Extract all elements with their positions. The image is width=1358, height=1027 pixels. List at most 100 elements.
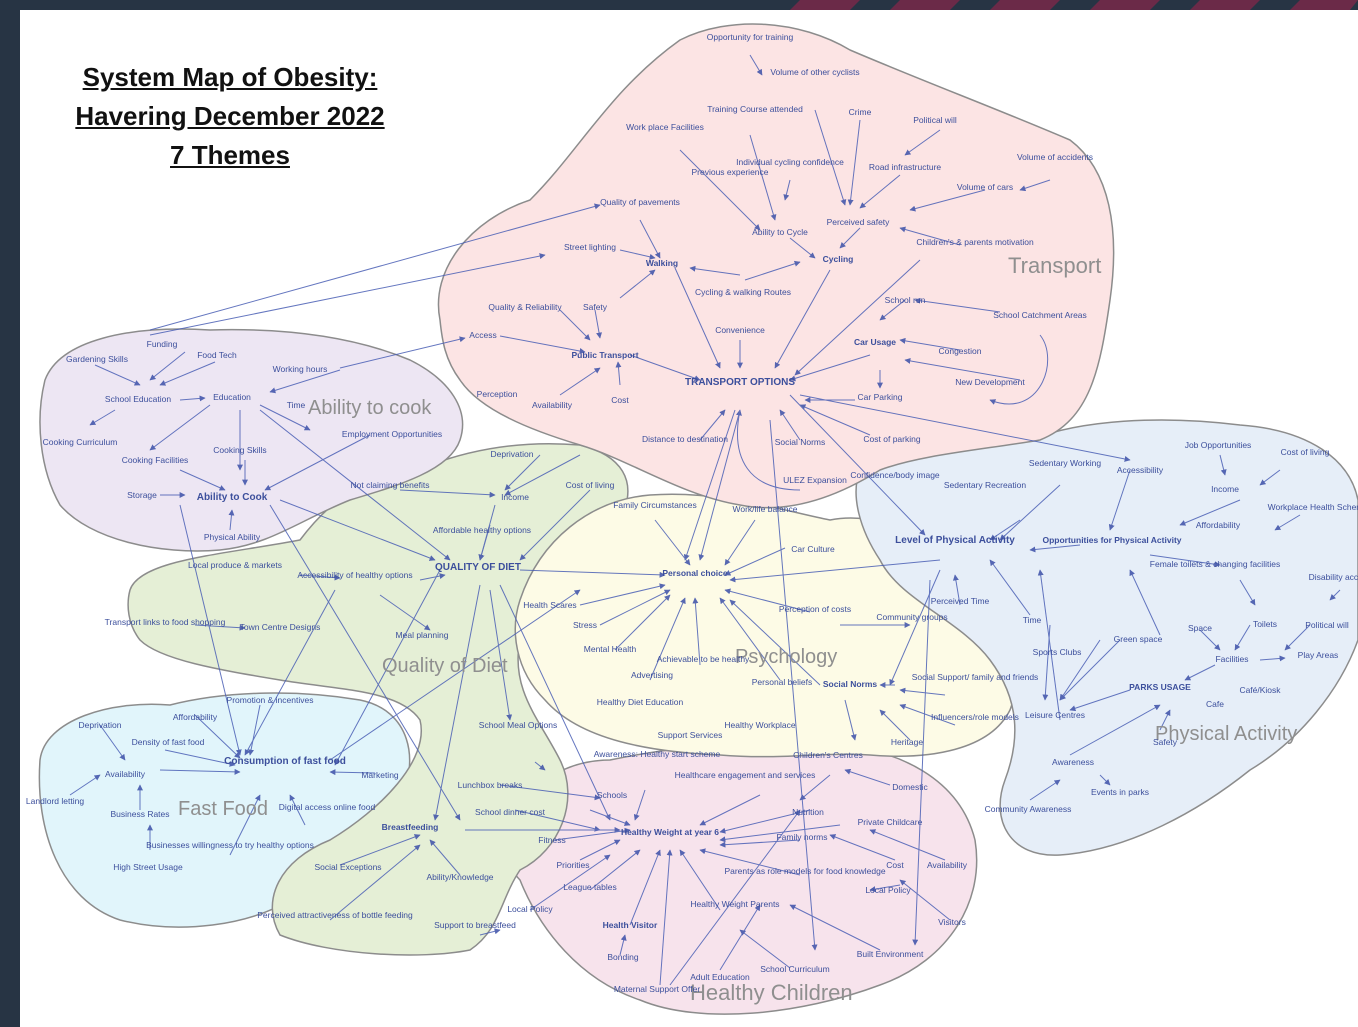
- node-label: Healthcare engagement and services: [675, 770, 816, 780]
- node-label: Events in parks: [1091, 787, 1149, 797]
- node-label: Workplace Health Schemes: [1268, 502, 1358, 512]
- node-label: Children's & parents motivation: [916, 237, 1034, 247]
- node-label: Leisure Centres: [1025, 710, 1085, 720]
- theme-label-psychology: Psychology: [735, 646, 837, 668]
- node-label: Work/life balance: [732, 504, 797, 514]
- node-label: Congestion: [938, 346, 981, 356]
- node-label: Adult Education: [690, 972, 750, 982]
- node-label: New Development: [955, 377, 1025, 387]
- node-label: Cost of living: [566, 480, 615, 490]
- system-map-diagram: Transport Ability to cook Physical Activ…: [26, 23, 1358, 1015]
- node-label: Café/Kiosk: [1239, 685, 1281, 695]
- node-label: Quality & Reliability: [488, 302, 562, 312]
- node-label: Employment Opportunities: [342, 429, 442, 439]
- node-label: Marketing: [361, 770, 399, 780]
- node-label: Landlord letting: [26, 796, 84, 806]
- node-label: Perception: [477, 389, 518, 399]
- node-label: Awareness: Healthy start scheme: [594, 749, 721, 759]
- edges: [69, 54, 1341, 986]
- theme-labels: Transport Ability to cook Physical Activ…: [178, 253, 1297, 1005]
- node-label: Digital access online food: [279, 802, 376, 812]
- node-label: Cycling & walking Routes: [695, 287, 791, 297]
- node-label: Accessibility: [1117, 465, 1164, 475]
- node-label: Gardening Skills: [66, 354, 128, 364]
- node-label: School Catchment Areas: [993, 310, 1087, 320]
- node-label: Town Centre Designs: [240, 622, 321, 632]
- region-physical-activity: [855, 419, 1358, 856]
- node-label: Priorities: [556, 860, 589, 870]
- node-label: Lunchbox breaks: [458, 780, 523, 790]
- node-label: Availability: [532, 400, 573, 410]
- node-label: Education: [213, 392, 251, 402]
- node-label: Deprivation: [79, 720, 122, 730]
- node-label: Cycling: [823, 254, 854, 264]
- node-label: Family norms: [776, 832, 827, 842]
- node-label: Opportunity for training: [707, 32, 794, 42]
- node-label: Personal choice: [662, 568, 727, 578]
- node-label: Distance to destination: [642, 434, 728, 444]
- node-label: Individual cycling confidence: [736, 157, 844, 167]
- node-label: Car Culture: [791, 544, 835, 554]
- node-label: Not claiming benefits: [351, 480, 430, 490]
- node-label: Visitors: [938, 917, 966, 927]
- node-label: Safety: [583, 302, 608, 312]
- node-label: Affordability: [1196, 520, 1241, 530]
- node-label: Breastfeeding: [382, 822, 439, 832]
- node-label: Disability access: [1309, 572, 1358, 582]
- node-label: Schools: [597, 790, 627, 800]
- node-label: Income: [501, 492, 529, 502]
- node-label: Female toilets & changing facilities: [1150, 559, 1280, 569]
- node-label: Meal planning: [396, 630, 449, 640]
- node-label: Ability to Cook: [197, 492, 268, 503]
- node-label: Public Transport: [571, 350, 638, 360]
- node-label: Cost: [611, 395, 629, 405]
- node-label: Stress: [573, 620, 597, 630]
- node-label: Sports Clubs: [1033, 647, 1082, 657]
- node-label: Community groups: [876, 612, 947, 622]
- node-label: Personal beliefs: [752, 677, 812, 687]
- node-label: Cost of living: [1281, 447, 1330, 457]
- node-label: Green space: [1114, 634, 1163, 644]
- node-label: Promotion & incentives: [227, 695, 314, 705]
- node-label: Convenience: [715, 325, 765, 335]
- node-label: PARKS USAGE: [1129, 682, 1191, 692]
- node-label: Health Scares: [523, 600, 576, 610]
- node-label: Funding: [147, 339, 178, 349]
- node-label: Play Areas: [1298, 650, 1339, 660]
- node-label: Street lighting: [564, 242, 616, 252]
- node-label: Perceived Time: [931, 596, 990, 606]
- node-label: Availability: [927, 860, 968, 870]
- node-label: Working hours: [273, 364, 328, 374]
- node-label: Sedentary Recreation: [944, 480, 1026, 490]
- node-label: Deprivation: [491, 449, 534, 459]
- node-label: Family Circumstances: [613, 500, 697, 510]
- node-labels: Opportunity for training Volume of other…: [26, 32, 1358, 994]
- node-label: Quality of pavements: [600, 197, 680, 207]
- node-label: Local Policy: [507, 904, 553, 914]
- node-label: Private Childcare: [858, 817, 923, 827]
- theme-label-quality-diet: Quality of Diet: [382, 655, 508, 677]
- node-label: Health Visitor: [603, 920, 658, 930]
- node-label: Domestic: [892, 782, 928, 792]
- node-label: Affordable healthy options: [433, 525, 531, 535]
- title-line-1: System Map of Obesity:: [82, 62, 378, 92]
- node-label: Road infrastructure: [869, 162, 942, 172]
- node-label: Confidence/body image: [850, 470, 940, 480]
- node-label: Previous experience: [691, 167, 768, 177]
- node-label: Maternal Support Offer: [614, 984, 700, 994]
- node-label: Political will: [913, 115, 957, 125]
- node-label: Business Rates: [110, 809, 169, 819]
- node-label: Walking: [646, 258, 678, 268]
- node-label: Availability: [105, 769, 146, 779]
- node-label: School dinner cost: [475, 807, 546, 817]
- node-label: Healthy Weight Parents: [690, 899, 779, 909]
- node-label: Perceived attractiveness of bottle feedi…: [257, 910, 413, 920]
- node-label: Density of fast food: [132, 737, 205, 747]
- node-label: Storage: [127, 490, 157, 500]
- node-label: Social Exceptions: [314, 862, 381, 872]
- node-label: QUALITY OF DIET: [435, 562, 521, 573]
- node-label: Social Norms: [823, 679, 878, 689]
- node-label: School Curriculum: [760, 964, 829, 974]
- node-label: Income: [1211, 484, 1239, 494]
- node-label: Healthy Weight at year 6: [621, 827, 719, 837]
